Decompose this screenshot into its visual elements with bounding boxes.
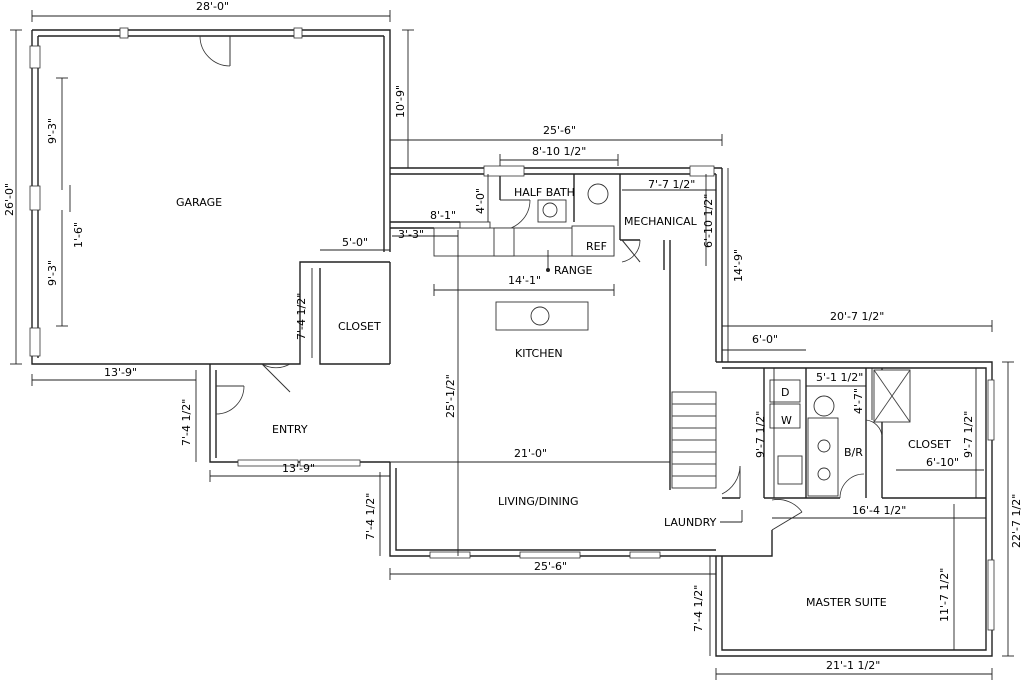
- dim-master-overall: 22'-7 1/2": [1010, 494, 1023, 548]
- dim-front-width: 25'-6": [534, 560, 567, 573]
- dim-living-depth: 25'-1/2": [444, 374, 457, 418]
- room-label-half-bath: HALF BATH: [514, 186, 575, 199]
- dim-master-wing-width: 20'-7 1/2": [830, 310, 884, 323]
- stairs: [671, 391, 717, 489]
- dim-garage-lower: 9'-3": [46, 260, 59, 286]
- dim-garage-upper: 9'-3": [46, 118, 59, 144]
- room-label-mechanical: MECHANICAL: [624, 215, 698, 228]
- dim-kitchen-width: 14'-1": [508, 274, 541, 287]
- dim-master-upper: 16'-4 1/2": [852, 504, 906, 517]
- dim-hall-offset: 3'-3": [398, 228, 424, 241]
- dimension-lines: [10, 10, 1014, 680]
- room-label-garage: GARAGE: [176, 196, 222, 209]
- dim-entry-width: 13'-9": [282, 462, 315, 475]
- room-label-closet-master: CLOSET: [908, 438, 951, 451]
- room-label-ref: REF: [586, 240, 607, 253]
- dim-mech-depth: 6'-10 1/2": [702, 194, 715, 248]
- room-label-range: RANGE: [554, 264, 592, 277]
- dim-garage-depth: 26'-0": [3, 183, 16, 216]
- room-label-master-suite: MASTER SUITE: [806, 596, 887, 609]
- dim-garage-door-gap: 1'-6": [72, 222, 85, 248]
- room-label-entry: ENTRY: [272, 423, 308, 436]
- dim-master-depth: 11'-7 1/2": [938, 568, 951, 622]
- dim-laundry-width: 6'-0": [752, 333, 778, 346]
- dim-master-step: 7'-4 1/2": [692, 585, 705, 632]
- fixtures: [433, 183, 984, 497]
- dim-living-width: 21'-0": [514, 447, 547, 460]
- dim-garage-offset: 10'-9": [394, 85, 407, 118]
- room-label-laundry: LAUNDRY: [664, 516, 717, 529]
- dim-closet-master-width: 6'-10": [926, 456, 959, 469]
- room-label-bath: B/R: [844, 446, 863, 459]
- dim-master-width: 21'-1 1/2": [826, 659, 880, 672]
- doors: [199, 35, 883, 531]
- walls: [31, 29, 993, 657]
- dim-closet-width: 5'-0": [342, 236, 368, 249]
- dim-closet-depth: 7'-4 1/2": [295, 293, 308, 340]
- room-label-washer: W: [781, 414, 792, 427]
- dim-garage-width: 28'-0": [196, 0, 229, 13]
- dim-garage-front: 13'-9": [104, 366, 137, 379]
- dimension-labels: 28'-0" 26'-0" 9'-3" 9'-3" 1'-6" 10'-9" 2…: [3, 0, 1023, 672]
- room-label-kitchen: KITCHEN: [515, 347, 563, 360]
- room-label-dryer: D: [781, 386, 789, 399]
- dim-bath-depth: 4'-0": [474, 188, 487, 214]
- dim-shower-depth: 4'-7": [852, 388, 865, 414]
- room-label-closet-garage: CLOSET: [338, 320, 381, 333]
- dim-porch-depth: 7'-4 1/2": [364, 493, 377, 540]
- dim-stair-run: 14'-9": [732, 249, 745, 282]
- dim-mech-width: 7'-7 1/2": [648, 178, 695, 191]
- dim-bath-room-width: 5'-1 1/2": [816, 371, 863, 384]
- dim-house-width: 25'-6": [543, 124, 576, 137]
- dim-bath-width: 8'-10 1/2": [532, 145, 586, 158]
- dim-closet-master-depth: 9'-7 1/2": [962, 411, 975, 458]
- dim-entry-depth: 7'-4 1/2": [180, 399, 193, 446]
- room-labels: GARAGE HALF BATH MECHANICAL REF RANGE KI…: [176, 186, 951, 609]
- dim-hall-width: 8'-1": [430, 209, 456, 222]
- dim-laundry-depth: 9'-7 1/2": [754, 411, 767, 458]
- room-label-living-dining: LIVING/DINING: [498, 495, 579, 508]
- windows: [29, 27, 995, 631]
